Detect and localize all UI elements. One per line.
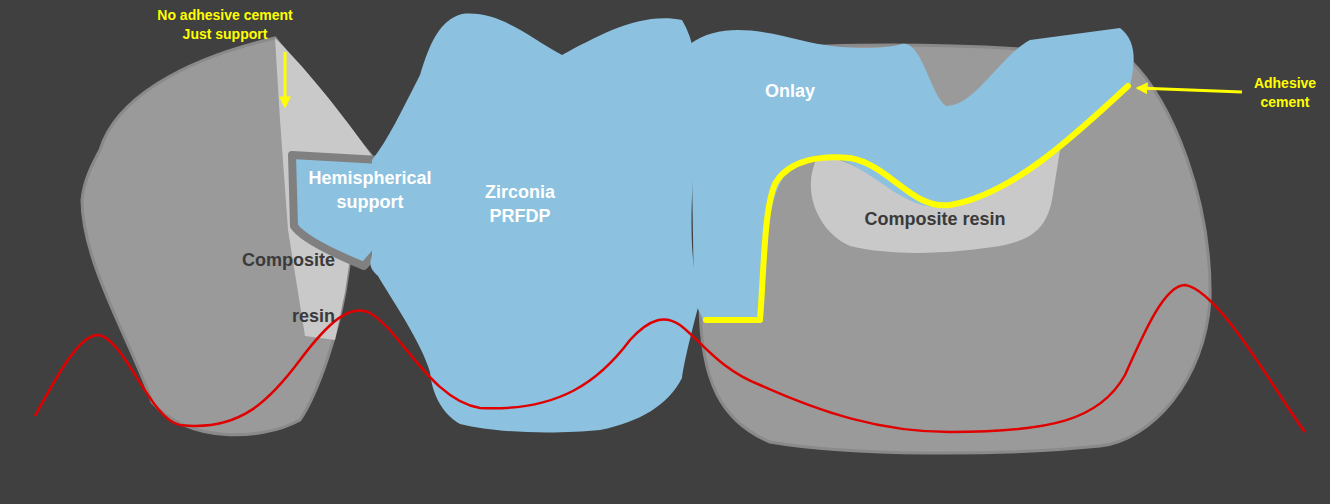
part-name: Hemispherical support	[285, 166, 455, 214]
onlay	[690, 28, 1134, 322]
leader-arrow	[284, 52, 287, 106]
part-name: Composite resin	[225, 232, 335, 344]
part-name: Composite resin	[830, 208, 1040, 230]
part-name: Onlay	[750, 80, 830, 102]
part-name: Zirconia PRFDP	[455, 180, 585, 228]
cement-note: Adhesive cement	[1244, 74, 1326, 112]
cement-note: No adhesive cement Just support	[150, 6, 300, 44]
leader-arrow	[1138, 88, 1242, 92]
pontic	[370, 14, 700, 433]
adhesive-cement-line	[706, 86, 1128, 320]
gum-line	[35, 285, 1305, 432]
